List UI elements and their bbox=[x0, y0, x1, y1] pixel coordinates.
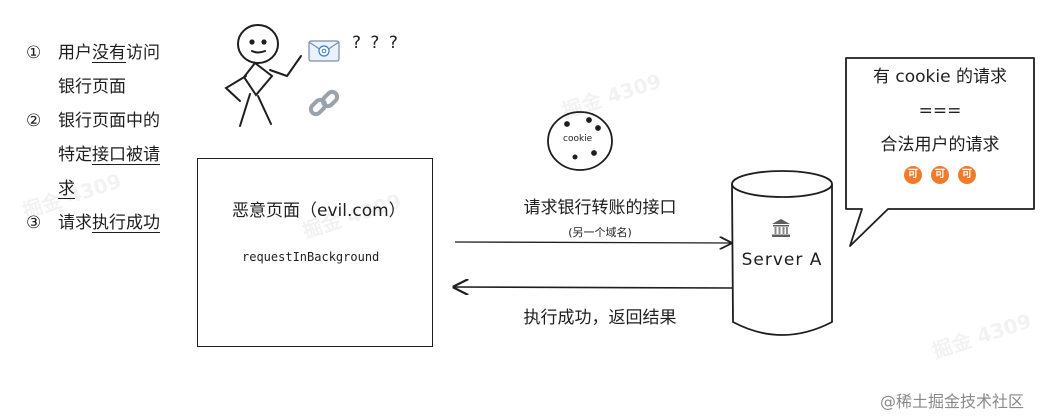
ke-badge-icon: 可 bbox=[931, 166, 949, 184]
bank-icon bbox=[771, 218, 791, 242]
step-text: 特定 bbox=[58, 145, 92, 165]
cookie-icon bbox=[547, 111, 613, 171]
step-text-underlined: 没有 bbox=[92, 43, 126, 63]
speech-bubble bbox=[845, 57, 1035, 247]
response-label: 执行成功，返回结果 bbox=[523, 308, 677, 328]
step-list: ① 用户没有访问 银行页面 ② 银行页面中的 特定接口被请 求 ③ 请求执行成功 bbox=[26, 36, 186, 240]
cookie-label: cookie bbox=[563, 134, 593, 144]
response-arrow bbox=[454, 287, 733, 288]
step-text: 用户 bbox=[58, 43, 92, 63]
user-stick-figure bbox=[224, 24, 302, 127]
bubble-content: 有 cookie 的请求 === 合法用户的请求 可 可 可 bbox=[846, 60, 1034, 184]
step-number: ① bbox=[26, 43, 42, 63]
badge-row: 可 可 可 bbox=[846, 166, 1034, 184]
bubble-line-3: 合法用户的请求 bbox=[880, 135, 1000, 155]
step-3: ③ 请求执行成功 bbox=[26, 206, 186, 240]
bubble-line-2: === bbox=[918, 101, 962, 121]
step-number: ③ bbox=[26, 213, 42, 233]
step-2: ② 银行页面中的 特定接口被请 求 bbox=[26, 104, 186, 206]
request-sublabel: (另一个域名) bbox=[568, 226, 632, 239]
bubble-line-1: 有 cookie 的请求 bbox=[873, 67, 1007, 87]
malicious-page-box bbox=[197, 158, 433, 347]
ke-badge-icon: 可 bbox=[904, 166, 922, 184]
step-text: 银行页面中的 bbox=[58, 111, 160, 131]
request-arrow bbox=[454, 242, 731, 243]
step-text-underlined: 求 bbox=[58, 179, 75, 199]
step-text: 请求 bbox=[58, 213, 92, 233]
step-number: ② bbox=[26, 111, 42, 131]
malicious-page-code: requestInBackground bbox=[242, 250, 380, 264]
step-text: 银行页面 bbox=[58, 77, 126, 97]
step-text-underlined: 接口被请 bbox=[92, 145, 160, 165]
server-cylinder bbox=[731, 170, 833, 336]
step-text: 访问 bbox=[126, 43, 160, 63]
step-text-underlined: 执行成功 bbox=[92, 213, 160, 233]
malicious-page-title: 恶意页面（evil.com） bbox=[232, 201, 406, 221]
link-icon bbox=[306, 86, 342, 126]
ke-badge-icon: 可 bbox=[958, 166, 976, 184]
question-marks: ? ? ? bbox=[352, 33, 400, 53]
request-label: 请求银行转账的接口 bbox=[523, 198, 677, 218]
footer-brand: @稀土掘金技术社区 bbox=[880, 392, 1025, 411]
mail-at-icon bbox=[308, 40, 340, 66]
server-label: Server A bbox=[741, 250, 823, 270]
step-1: ① 用户没有访问 银行页面 bbox=[26, 36, 186, 104]
